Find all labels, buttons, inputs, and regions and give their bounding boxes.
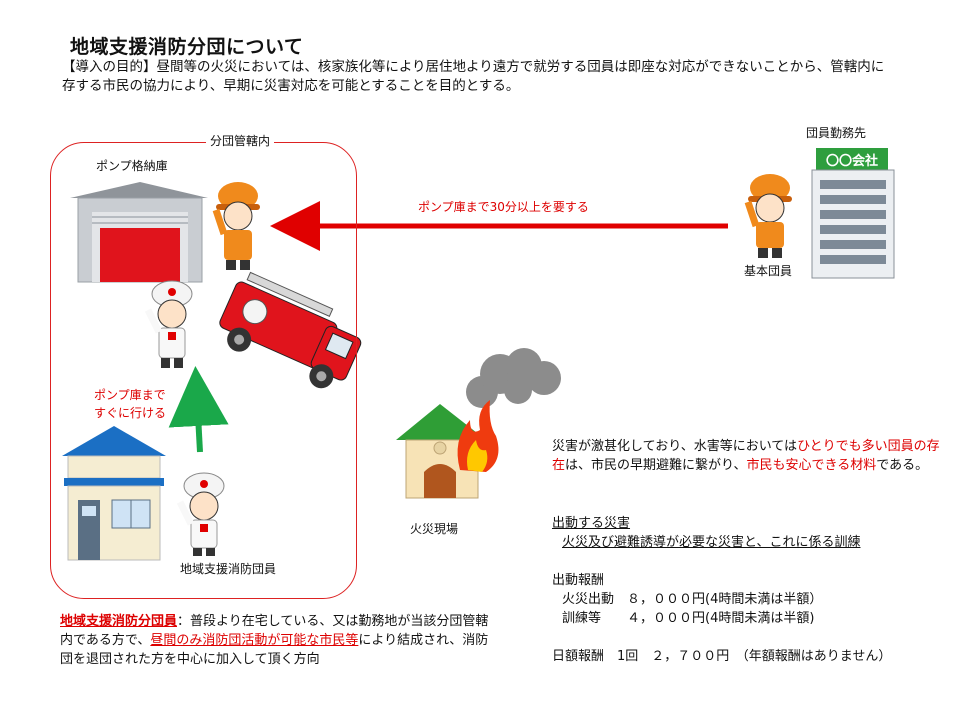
conditions-block: 出動する災害 火災及び避難誘導が必要な災害と、これに係る訓練 出動報酬 火災出動…	[552, 514, 952, 666]
area-label: 分団管轄内	[206, 132, 274, 149]
company-sign: 〇〇会社	[816, 150, 888, 169]
basic-member-label: 基本団員	[744, 262, 792, 279]
jurisdiction-area	[50, 142, 357, 599]
pump-shed-label: ポンプ格納庫	[96, 157, 168, 174]
local-member-label: 地域支援消防団員	[180, 560, 276, 577]
page-title: 地域支援消防分団について	[70, 32, 303, 59]
importance-text-2: は、市民の早期避難に繋がり、	[565, 458, 746, 473]
intro-prefix: 【導入の目的】	[62, 59, 157, 75]
intro-paragraph: 【導入の目的】昼間等の火災においては、核家族化等により居住地より遠方で就労する団…	[62, 58, 892, 96]
intro-text: 昼間等の火災においては、核家族化等により居住地より遠方で就労する団員は即座な対応…	[62, 59, 884, 94]
dispatch-detail: 火災及び避難誘導が必要な災害と、これに係る訓練	[552, 533, 952, 552]
smoke-icon	[466, 348, 561, 408]
pay-heading: 出動報酬	[552, 571, 952, 590]
firefighter-icon	[748, 174, 792, 258]
dispatch-heading: 出動する災害	[552, 514, 952, 533]
importance-note: 災害が激甚化しており、水害等においてはひとりでも多い団員の存在は、市民の早期避難…	[552, 437, 942, 475]
pay-fire: 火災出動 ８，０００円(4時間未満は半額）	[552, 590, 952, 609]
importance-highlight-2: 市民も安心できる材料	[747, 458, 877, 473]
definition-term: 地域支援消防分団員	[60, 614, 177, 629]
daily-pay: 日額報酬 1回 ２，７００円 （年額報酬はありません）	[552, 647, 952, 666]
near-arrow-label-2: すぐに行ける	[94, 404, 166, 421]
near-arrow-label-1: ポンプ庫まで	[94, 386, 166, 403]
flame-icon	[458, 400, 499, 472]
pay-training: 訓練等 ４，０００円(4時間未満は半額)	[552, 609, 952, 628]
far-arrow-label: ポンプ庫まで30分以上を要する	[418, 198, 589, 215]
definition-note: 地域支援消防分団員：普段より在宅している、又は勤務地が当該分団管轄内である方で、…	[60, 612, 500, 669]
importance-text-3: である。	[876, 458, 928, 473]
fire-site-label: 火災現場	[410, 520, 458, 537]
importance-text-1: 災害が激甚化しており、水害等においては	[552, 439, 797, 454]
workplace-label: 団員勤務先	[806, 124, 866, 141]
definition-highlight: 昼間のみ消防団活動が可能な市民等	[150, 633, 358, 648]
